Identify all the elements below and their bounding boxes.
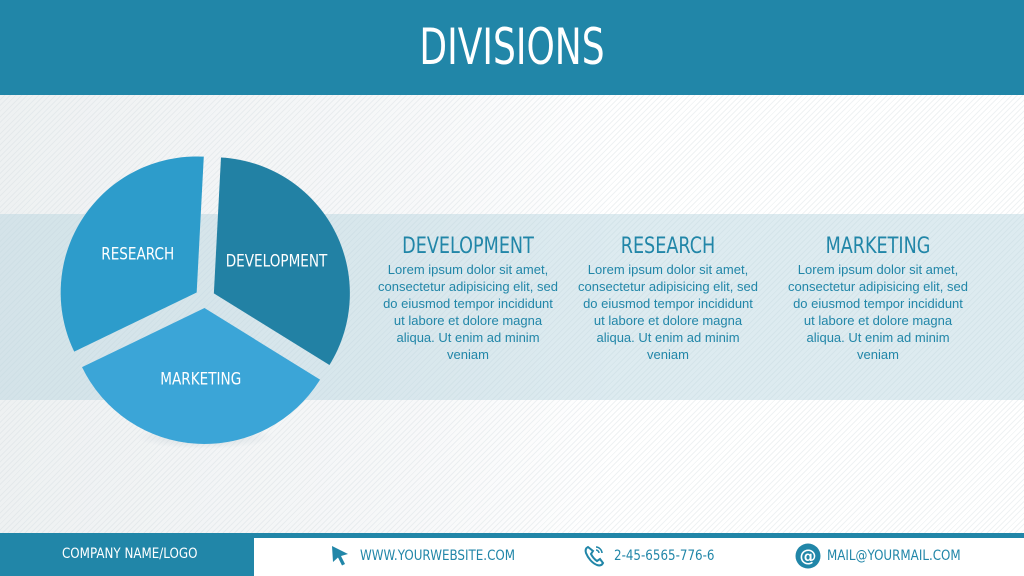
column-marketing: MARKETING Lorem ipsum dolor sit amet, co… bbox=[788, 234, 968, 363]
pie-slice-research bbox=[60, 156, 204, 352]
header-bar bbox=[0, 0, 1024, 95]
pie-label-marketing: MARKETING bbox=[160, 369, 241, 389]
pie-slice-marketing bbox=[82, 307, 321, 444]
website-text: WWW.YOURWEBSITE.COM bbox=[360, 548, 516, 564]
pie-slice-development bbox=[213, 157, 350, 366]
company-logo-text: COMPANY NAME/LOGO bbox=[62, 546, 198, 562]
website-link[interactable]: WWW.YOURWEBSITE.COM bbox=[328, 543, 542, 569]
column-development: DEVELOPMENT Lorem ipsum dolor sit amet, … bbox=[378, 234, 558, 363]
phone-icon bbox=[584, 545, 605, 567]
footer-contact-panel bbox=[254, 538, 1024, 576]
email-text: MAIL@YOURMAIL.COM bbox=[827, 548, 961, 564]
column-body: Lorem ipsum dolor sit amet, consectetur … bbox=[578, 262, 758, 362]
column-body: Lorem ipsum dolor sit amet, consectetur … bbox=[788, 262, 968, 362]
column-body: Lorem ipsum dolor sit amet, consectetur … bbox=[378, 262, 558, 362]
column-title: DEVELOPMENT bbox=[402, 234, 534, 259]
cursor-icon bbox=[332, 546, 348, 566]
column-research: RESEARCH Lorem ipsum dolor sit amet, con… bbox=[578, 234, 758, 363]
pie-chart: DEVELOPMENT MARKETING RESEARCH bbox=[60, 156, 350, 444]
at-sign-icon: @ bbox=[795, 543, 821, 569]
phone-text: 2-45-6565-776-6 bbox=[614, 548, 715, 564]
email-link[interactable]: @ MAIL@YOURMAIL.COM bbox=[795, 543, 984, 569]
column-title: MARKETING bbox=[825, 234, 931, 259]
column-title: RESEARCH bbox=[620, 234, 716, 259]
svg-text:@: @ bbox=[800, 547, 817, 567]
phone-link[interactable]: 2-45-6565-776-6 bbox=[582, 543, 732, 569]
pie-label-development: DEVELOPMENT bbox=[226, 251, 328, 271]
pie-label-research: RESEARCH bbox=[101, 244, 174, 264]
page-title: DIVISIONS bbox=[419, 18, 605, 76]
